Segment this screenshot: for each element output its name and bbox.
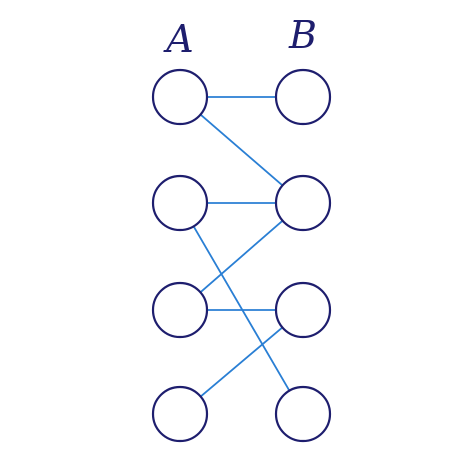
edge-a4-b3 — [199, 326, 284, 398]
node-b3 — [274, 281, 332, 339]
node-a2 — [151, 174, 209, 232]
node-b4 — [274, 385, 332, 443]
edge-a2-b4 — [192, 225, 291, 392]
node-b1 — [274, 68, 332, 126]
node-a1 — [151, 68, 209, 126]
edge-a1-b2 — [199, 113, 284, 187]
column-label-b: B — [288, 13, 317, 57]
node-b2 — [274, 174, 332, 232]
node-a3 — [151, 281, 209, 339]
node-a4 — [151, 385, 209, 443]
edge-a3-b2 — [199, 219, 284, 294]
column-label-a: A — [163, 17, 193, 61]
